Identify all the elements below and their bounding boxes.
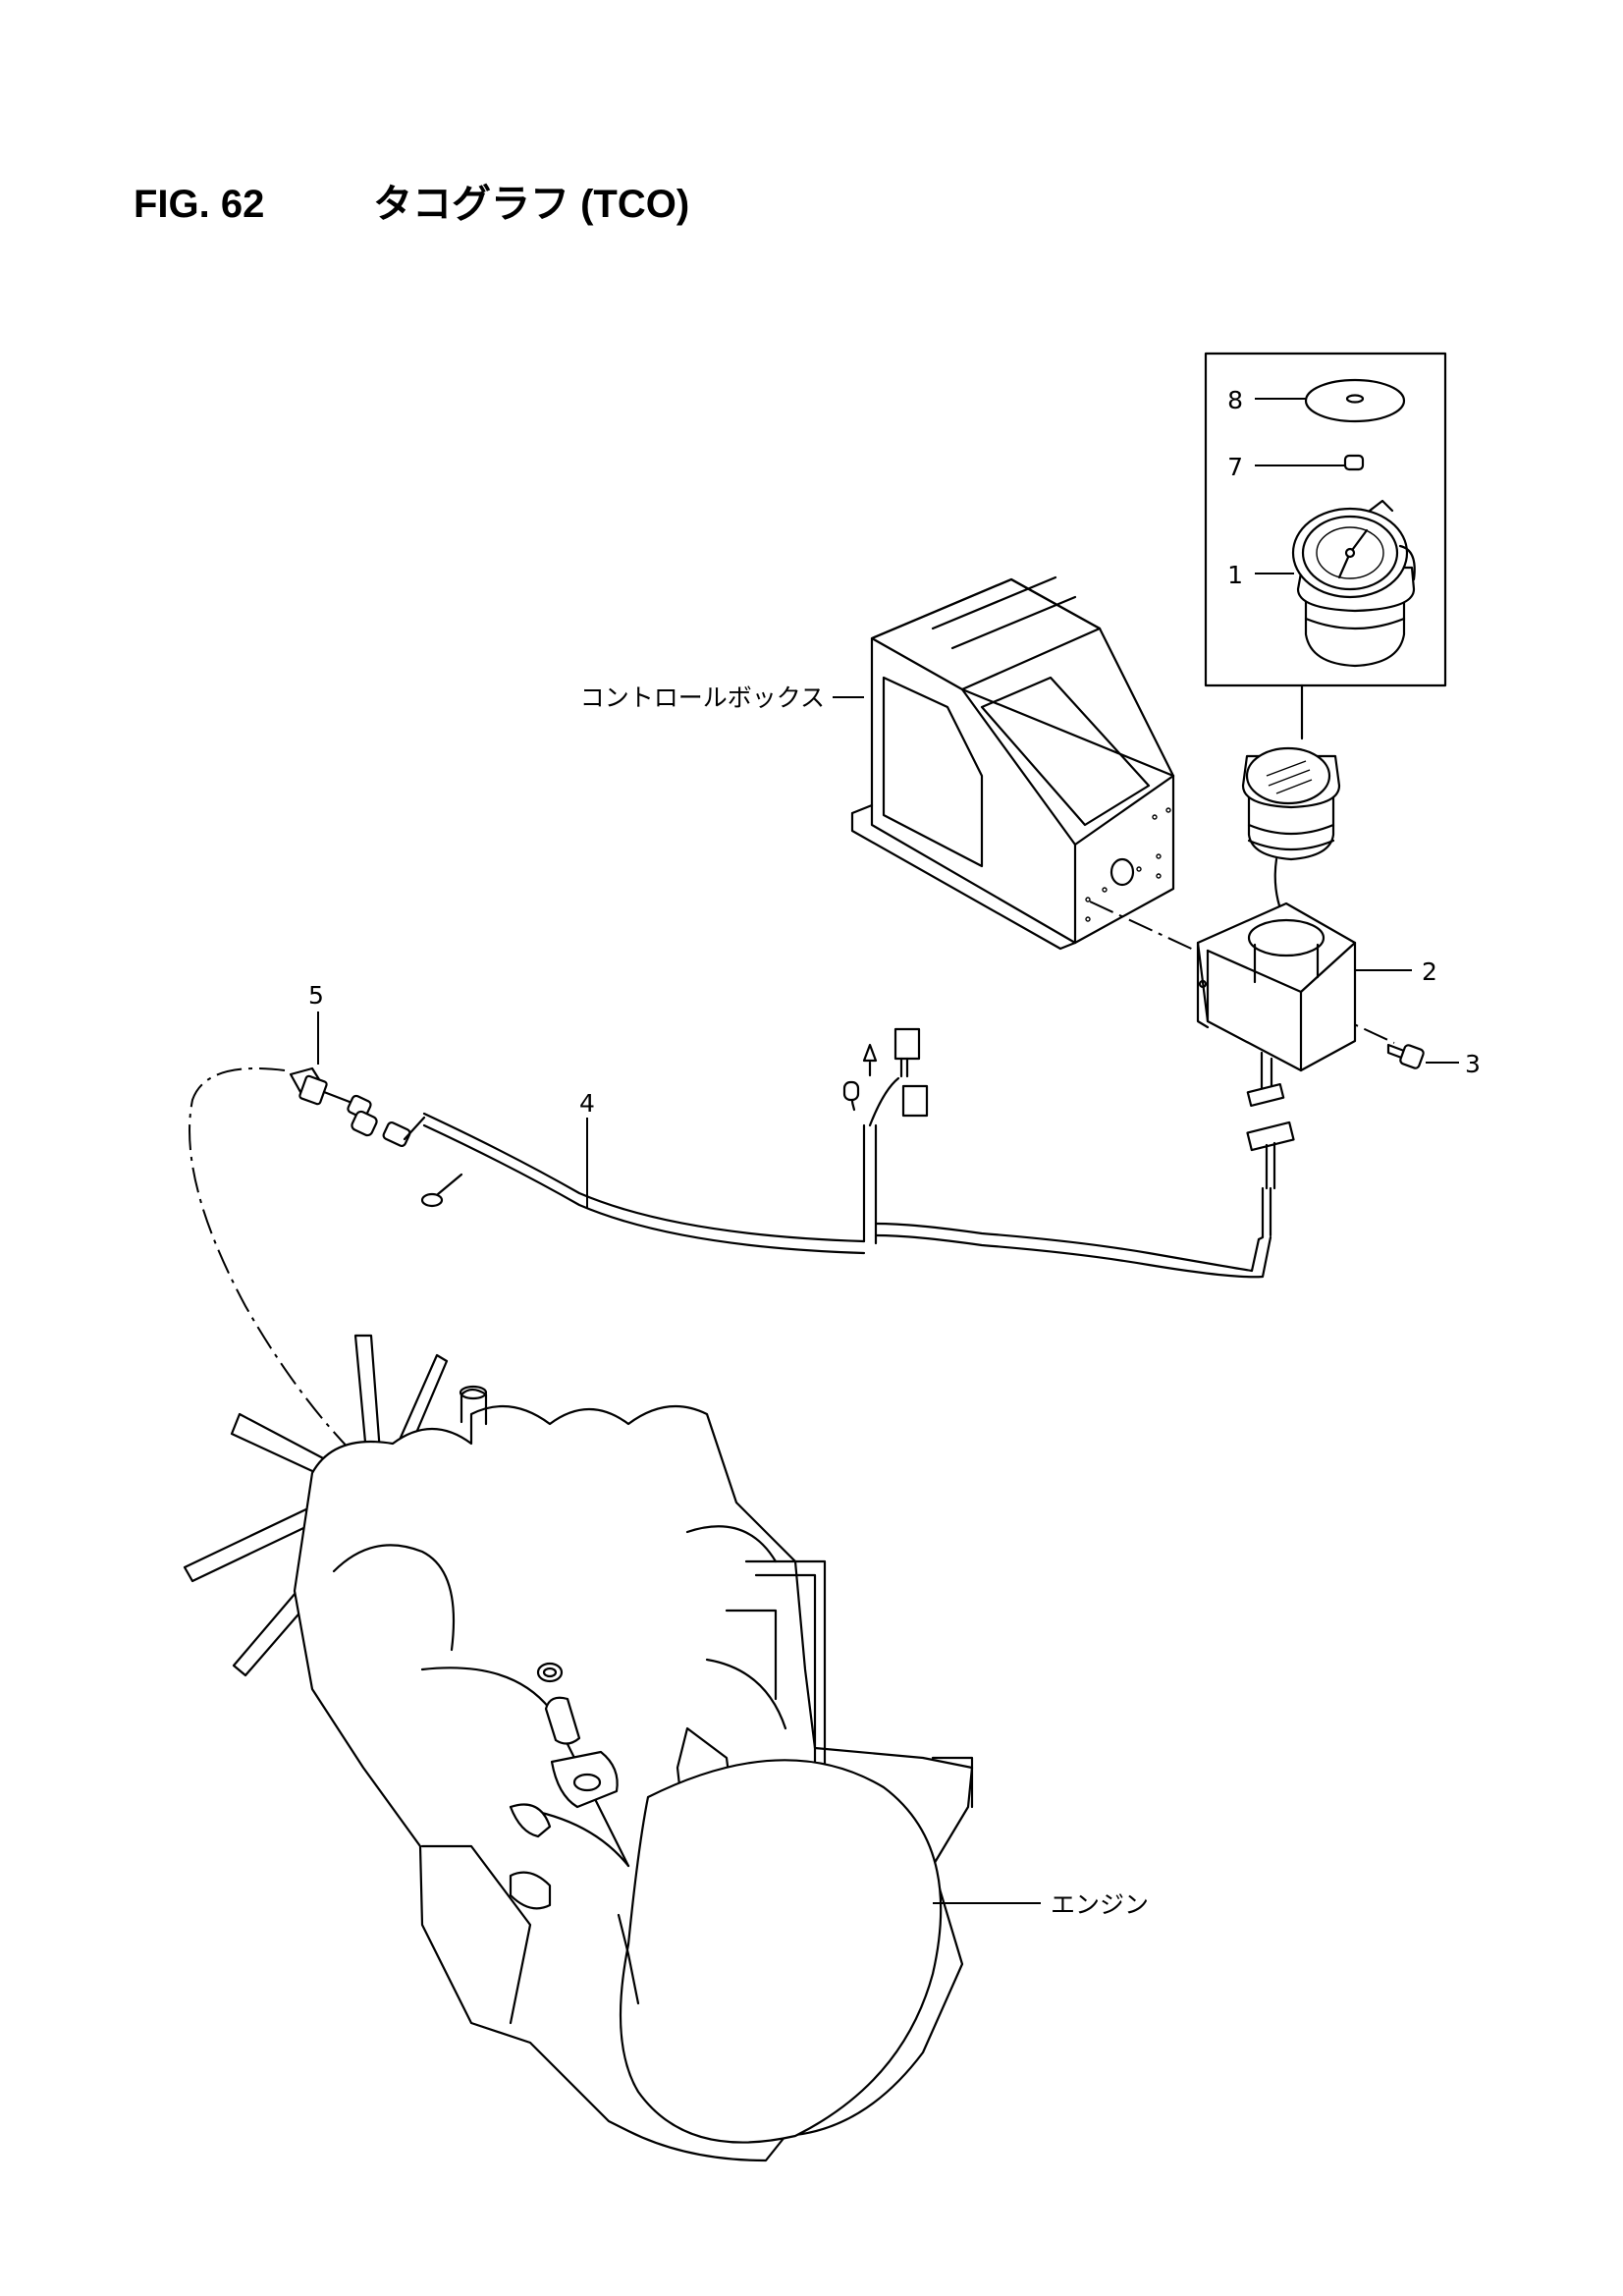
label-engine: エンジン: [1051, 1890, 1149, 1919]
tachograph-assembly: 2 3: [1089, 746, 1481, 1241]
engine: エンジン: [183, 1334, 1149, 2162]
callout-8: 8: [1227, 386, 1243, 414]
callout-3: 3: [1465, 1050, 1481, 1078]
figure-number: FIG. 62: [134, 183, 265, 226]
callout-2: 2: [1422, 957, 1437, 986]
part-4-harness: 4: [382, 1027, 1272, 1279]
part-3-screw: 3: [1386, 1043, 1481, 1078]
callout-5: 5: [308, 981, 324, 1010]
figure-title: FIG. 62 タコグラフ (TCO): [134, 185, 689, 224]
callout-7: 7: [1227, 453, 1243, 481]
label-control-box: コントロールボックス: [580, 683, 825, 712]
callout-1: 1: [1227, 561, 1243, 589]
part-8-chart-disc: [1255, 378, 1406, 423]
part-1-tachograph: [1255, 499, 1416, 668]
figure-name: タコグラフ (TCO): [373, 183, 690, 226]
control-box: コントロールボックス: [580, 575, 1175, 951]
part-7-cap: [1255, 454, 1365, 471]
callout-4: 4: [579, 1089, 595, 1118]
detail-inset: 8 7 1: [1204, 352, 1447, 740]
